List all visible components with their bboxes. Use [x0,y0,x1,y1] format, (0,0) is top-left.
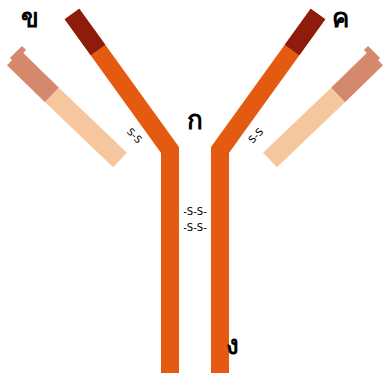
disulfide-bond: S-S [125,127,144,146]
light-chain-tip [366,48,378,60]
heavy-chain [220,14,318,373]
heavy-chain [72,14,170,373]
part-label: ก [187,107,203,133]
part-label: ค [332,5,349,31]
light-chain-constant [52,95,120,160]
part-label: ง [226,332,239,358]
disulfide-bond: S-S [247,127,266,146]
heavy-chain-variable [292,14,318,50]
heavy-chain-variable [72,14,98,50]
disulfide-bond: -S-S- [183,223,207,233]
part-label: ข [21,5,39,31]
light-chain-variable [14,58,52,95]
light-chain-variable [338,58,376,95]
disulfide-bond: -S-S- [183,207,207,217]
light-chain-tip [12,48,24,60]
light-chain-constant [270,95,338,160]
